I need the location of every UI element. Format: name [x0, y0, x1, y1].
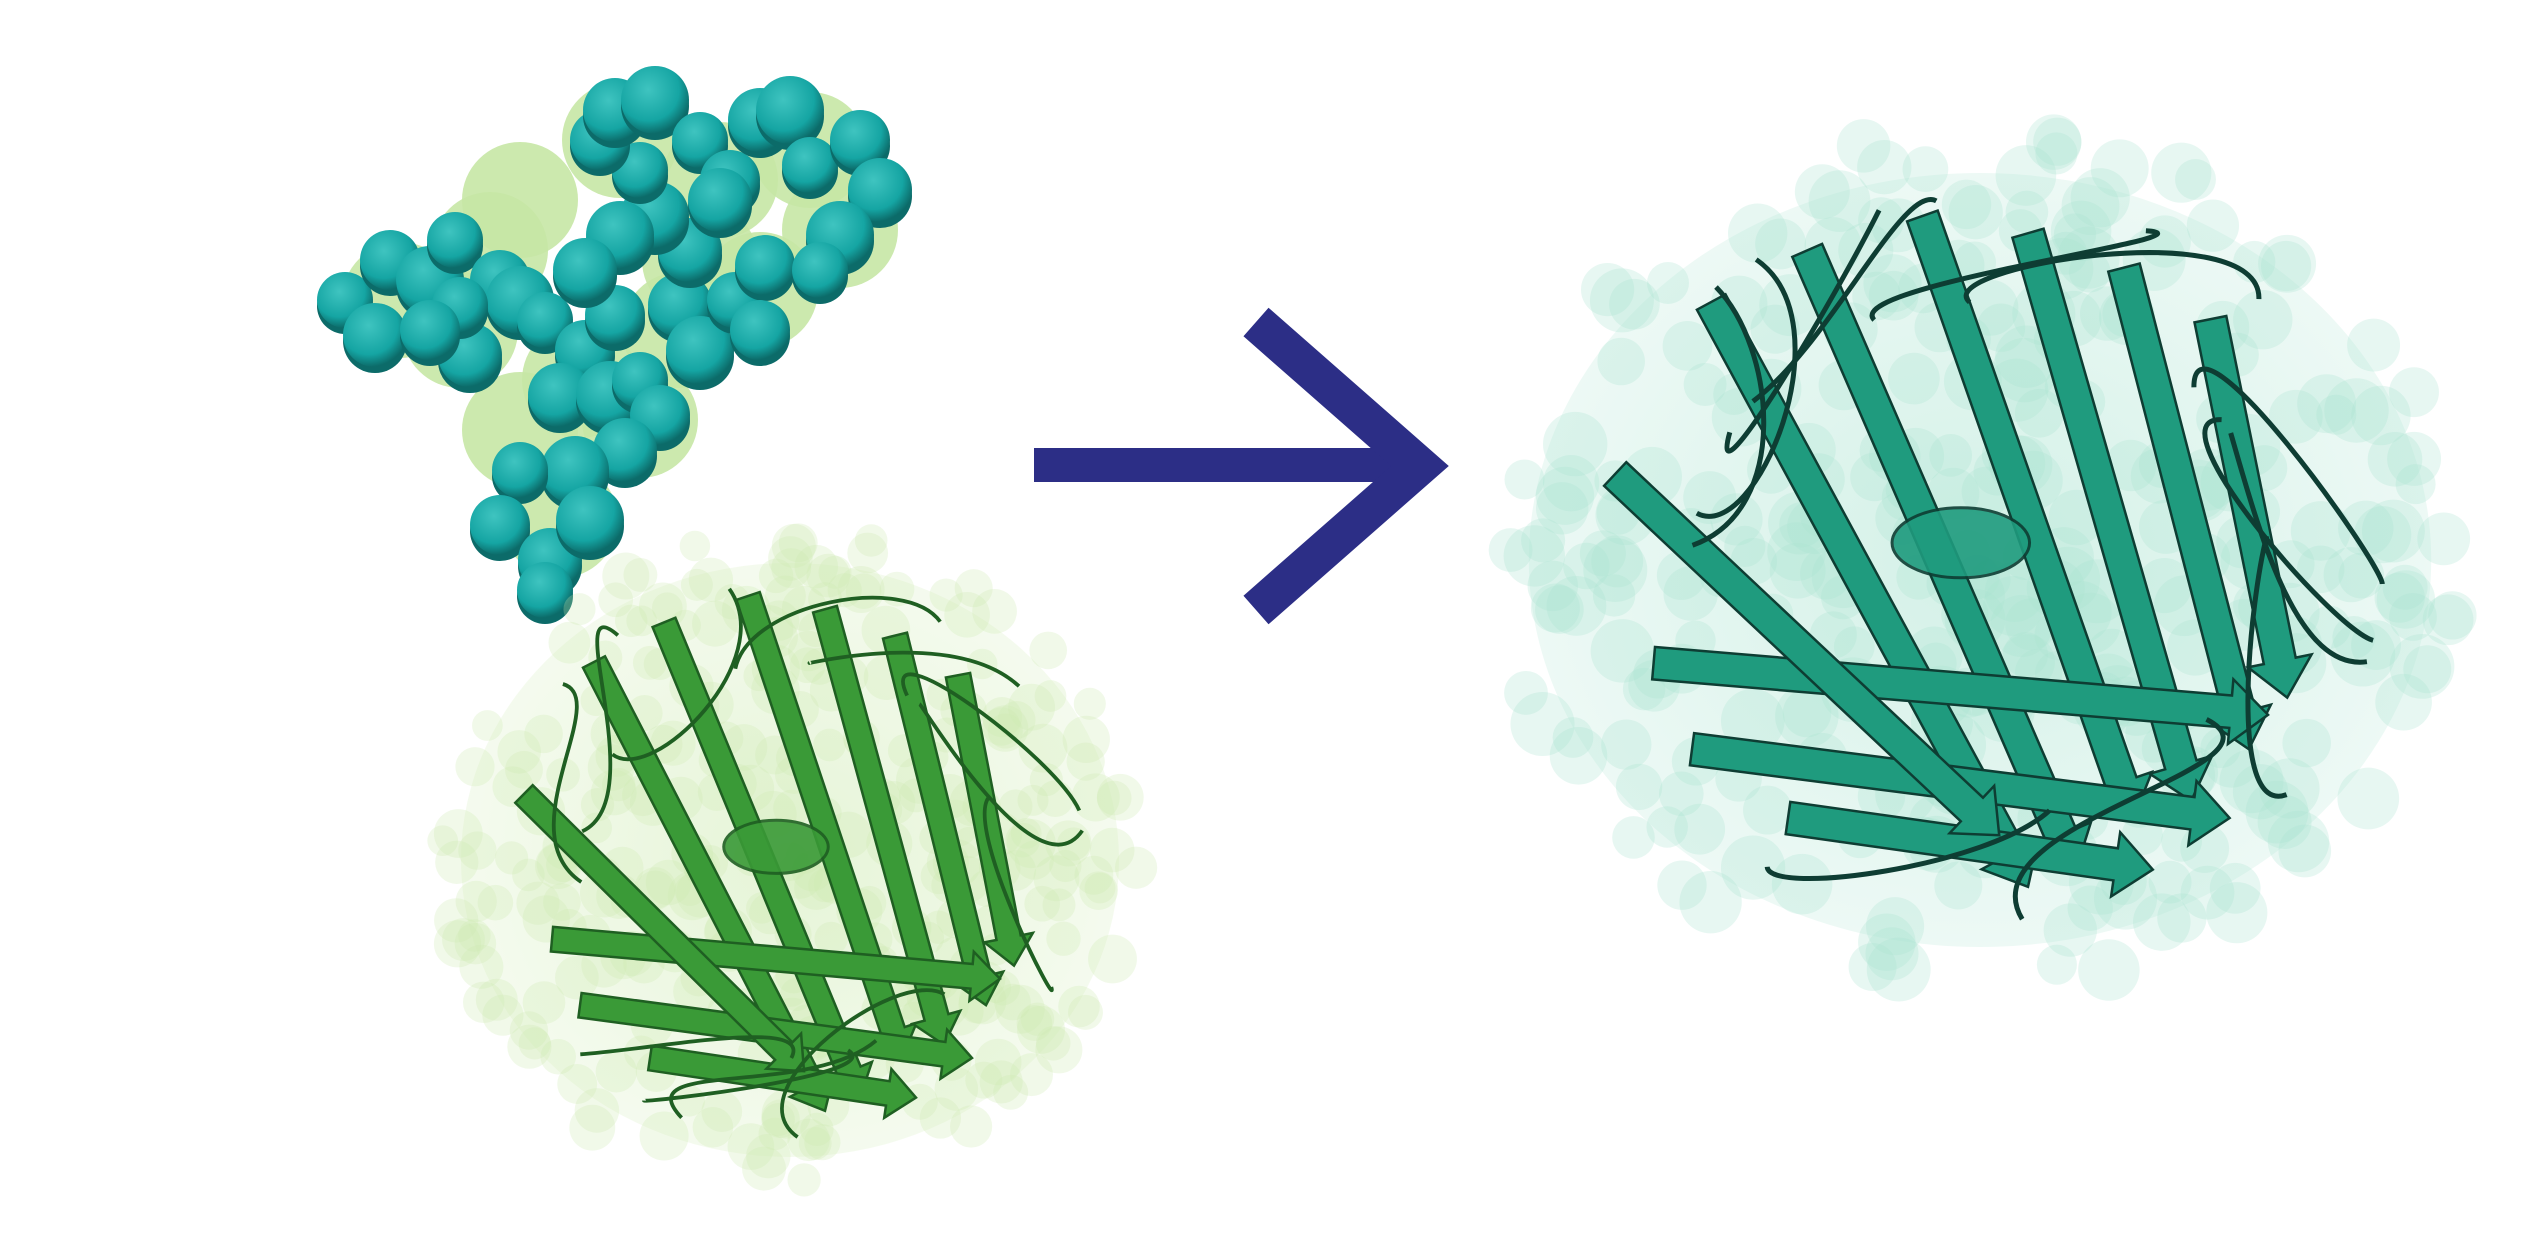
loop-coil	[1764, 808, 2052, 882]
atom-sphere	[492, 442, 548, 498]
atom-sphere	[792, 242, 848, 298]
atom-sphere	[621, 66, 689, 134]
loop-coil	[2191, 366, 2385, 585]
beta-strand	[811, 604, 963, 1047]
atom-sphere	[343, 303, 407, 367]
loop-coil	[901, 672, 1082, 812]
loop-coil	[2245, 535, 2288, 799]
atom-sphere	[517, 292, 573, 348]
atom-sphere	[666, 316, 734, 384]
beta-strand	[2010, 227, 2215, 803]
loop-coil	[2012, 717, 2226, 921]
loop-coil	[2228, 432, 2368, 665]
atom-sphere	[593, 418, 657, 482]
protein-teal-complex	[1488, 114, 2477, 1002]
atom-sphere	[688, 168, 752, 232]
atom-sphere	[400, 300, 460, 360]
loop-coil	[1691, 285, 1767, 548]
atom-sphere	[553, 238, 617, 302]
beta-strand	[944, 671, 1036, 968]
loop-coil	[982, 795, 1054, 993]
atom-sphere	[517, 562, 573, 618]
loop-coil	[1724, 209, 1882, 454]
loop-coil	[733, 595, 942, 670]
atom-sphere	[735, 235, 795, 295]
atom-sphere	[427, 212, 483, 268]
loop-coil	[1695, 257, 1798, 519]
loop-coil	[1751, 197, 1938, 404]
atom-sphere	[848, 158, 912, 222]
atom-sphere	[556, 486, 624, 554]
atom-sphere	[470, 495, 530, 555]
loop-coil	[551, 682, 583, 884]
chromophore	[722, 818, 830, 875]
loop-coil	[642, 1048, 855, 1103]
beta-strand	[1602, 460, 2001, 837]
loop-coil	[581, 625, 620, 834]
loop-coil	[918, 702, 1084, 847]
loop-coil	[807, 650, 1021, 688]
atom-sphere	[830, 110, 890, 170]
beta-strand	[513, 783, 806, 1073]
loop-coil	[580, 1035, 796, 1059]
arrow-right-icon	[1034, 307, 1449, 625]
chromophore	[1890, 506, 2032, 580]
atom-sphere	[672, 112, 728, 168]
atom-sphere	[756, 76, 824, 144]
loop-coil	[780, 988, 946, 1139]
protein-green-structure	[427, 523, 1158, 1197]
atom-sphere	[528, 363, 592, 427]
loop-coil	[1963, 250, 2262, 305]
polymer-molecule	[317, 66, 912, 624]
loop-coil	[2202, 417, 2375, 643]
atom-sphere	[782, 137, 838, 193]
atom-sphere	[730, 300, 790, 360]
loop-coil	[611, 587, 743, 762]
